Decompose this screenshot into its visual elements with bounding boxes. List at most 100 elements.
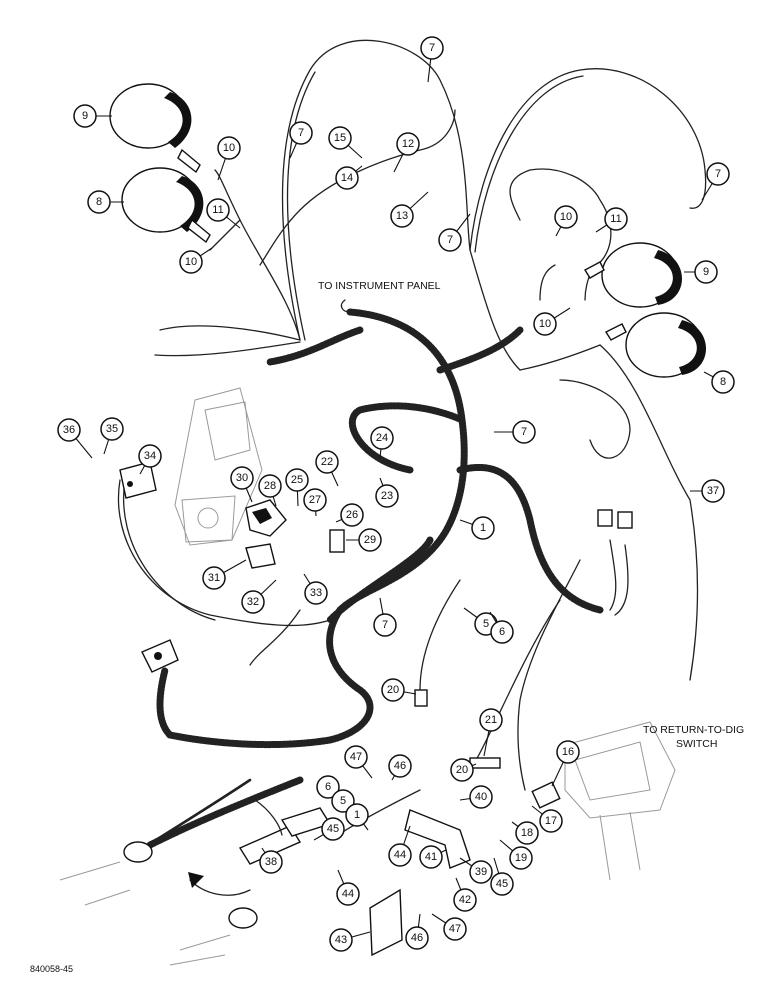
ghost-lever-assembly xyxy=(174,387,263,546)
callout-31: 31 xyxy=(202,559,247,590)
callout-number: 26 xyxy=(346,509,358,521)
callout-circle xyxy=(450,758,474,782)
callout-circle xyxy=(358,528,382,552)
callout-number: 13 xyxy=(396,210,408,222)
callout-number: 45 xyxy=(327,823,339,835)
callout-circle xyxy=(241,590,265,614)
callout-30: 30 xyxy=(230,466,254,503)
callout-number: 47 xyxy=(350,751,362,763)
callout-number: 45 xyxy=(496,878,508,890)
callout-circle xyxy=(206,198,230,222)
callout-circle xyxy=(490,620,514,644)
callout-circle xyxy=(512,420,536,444)
callout-number: 11 xyxy=(610,213,621,225)
callout-number: 47 xyxy=(449,923,461,935)
callout-number: 39 xyxy=(475,866,487,878)
callout-13: 13 xyxy=(390,191,429,228)
callout-10: 10 xyxy=(217,136,241,181)
callout-number: 7 xyxy=(298,127,304,139)
callout-38: 38 xyxy=(259,847,283,874)
right-upper-light xyxy=(584,242,682,308)
callout-number: 10 xyxy=(185,256,197,268)
callout-45: 45 xyxy=(313,817,345,841)
callout-22: 22 xyxy=(315,450,339,487)
connectors-upper-right xyxy=(597,509,633,529)
end-connector-upper xyxy=(123,841,153,863)
relay-16 xyxy=(531,781,561,809)
fuse-21 xyxy=(469,757,501,769)
to-return-to-dig-label: TO RETURN-TO-DIG xyxy=(643,724,744,736)
callout-46: 46 xyxy=(388,754,412,781)
callout-12: 12 xyxy=(393,132,420,173)
callout-circle xyxy=(373,613,397,637)
callout-circle xyxy=(340,503,364,527)
callout-number: 9 xyxy=(82,110,88,122)
main-harness xyxy=(138,308,604,852)
callout-number: 5 xyxy=(483,618,489,630)
callout-circle xyxy=(230,466,254,490)
callout-circle xyxy=(375,484,399,508)
switch-34 xyxy=(119,461,157,499)
callout-number: 23 xyxy=(381,490,393,502)
callout-number: 33 xyxy=(310,587,322,599)
switch-30 xyxy=(245,499,287,537)
callout-circle xyxy=(328,126,352,150)
callout-11: 11 xyxy=(595,207,628,233)
ghost-end-connectors xyxy=(59,861,231,966)
callout-number: 17 xyxy=(545,815,557,827)
relay-29 xyxy=(329,529,345,553)
callout-8: 8 xyxy=(703,370,735,394)
callout-number: 46 xyxy=(394,760,406,772)
callout-circle xyxy=(73,104,97,128)
callout-circle xyxy=(370,426,394,450)
callout-circle xyxy=(396,132,420,156)
callout-9: 9 xyxy=(684,260,718,284)
callout-36: 36 xyxy=(57,418,93,459)
callout-circle xyxy=(179,250,203,274)
callout-7: 7 xyxy=(420,36,444,83)
callout-circle xyxy=(438,228,462,252)
callout-20: 20 xyxy=(450,758,477,782)
to-instrument-panel-label: TO INSTRUMENT PANEL xyxy=(318,280,441,292)
callout-circle xyxy=(217,136,241,160)
callout-number: 10 xyxy=(223,142,235,154)
callout-1: 1 xyxy=(345,803,369,831)
callout-number: 28 xyxy=(264,480,276,492)
callout-number: 22 xyxy=(321,456,333,468)
callout-number: 31 xyxy=(208,572,220,584)
callout-circle xyxy=(344,745,368,769)
callout-circle xyxy=(554,205,578,229)
callout-circle xyxy=(315,450,339,474)
callout-number: 5 xyxy=(340,795,346,807)
callout-circle xyxy=(694,260,718,284)
left-upper-light xyxy=(109,83,201,174)
callout-number: 14 xyxy=(341,172,353,184)
callout-circle xyxy=(259,850,283,874)
callout-number: 12 xyxy=(402,138,414,150)
callout-circle xyxy=(345,803,369,827)
callout-7: 7 xyxy=(289,121,313,159)
callout-7: 7 xyxy=(701,162,730,201)
callout-circle xyxy=(202,566,226,590)
callout-circle xyxy=(471,516,495,540)
callout-circle xyxy=(419,845,443,869)
callout-circle xyxy=(711,370,735,394)
callout-circle xyxy=(701,479,725,503)
callout-45: 45 xyxy=(490,857,514,896)
callout-number: 30 xyxy=(236,472,248,484)
callout-number: 24 xyxy=(376,432,388,444)
callout-10: 10 xyxy=(533,307,571,336)
callout-number: 21 xyxy=(485,714,497,726)
callout-32: 32 xyxy=(241,579,277,614)
callout-14: 14 xyxy=(335,165,363,190)
callout-39: 39 xyxy=(459,857,493,884)
callout-27: 27 xyxy=(303,488,327,517)
callout-24: 24 xyxy=(370,426,394,459)
callout-29: 29 xyxy=(346,528,382,552)
ghost-return-to-dig-switch xyxy=(564,721,676,881)
callout-7: 7 xyxy=(438,213,471,252)
callout-47: 47 xyxy=(431,913,467,941)
callout-circle xyxy=(453,888,477,912)
callout-circle xyxy=(331,789,355,813)
